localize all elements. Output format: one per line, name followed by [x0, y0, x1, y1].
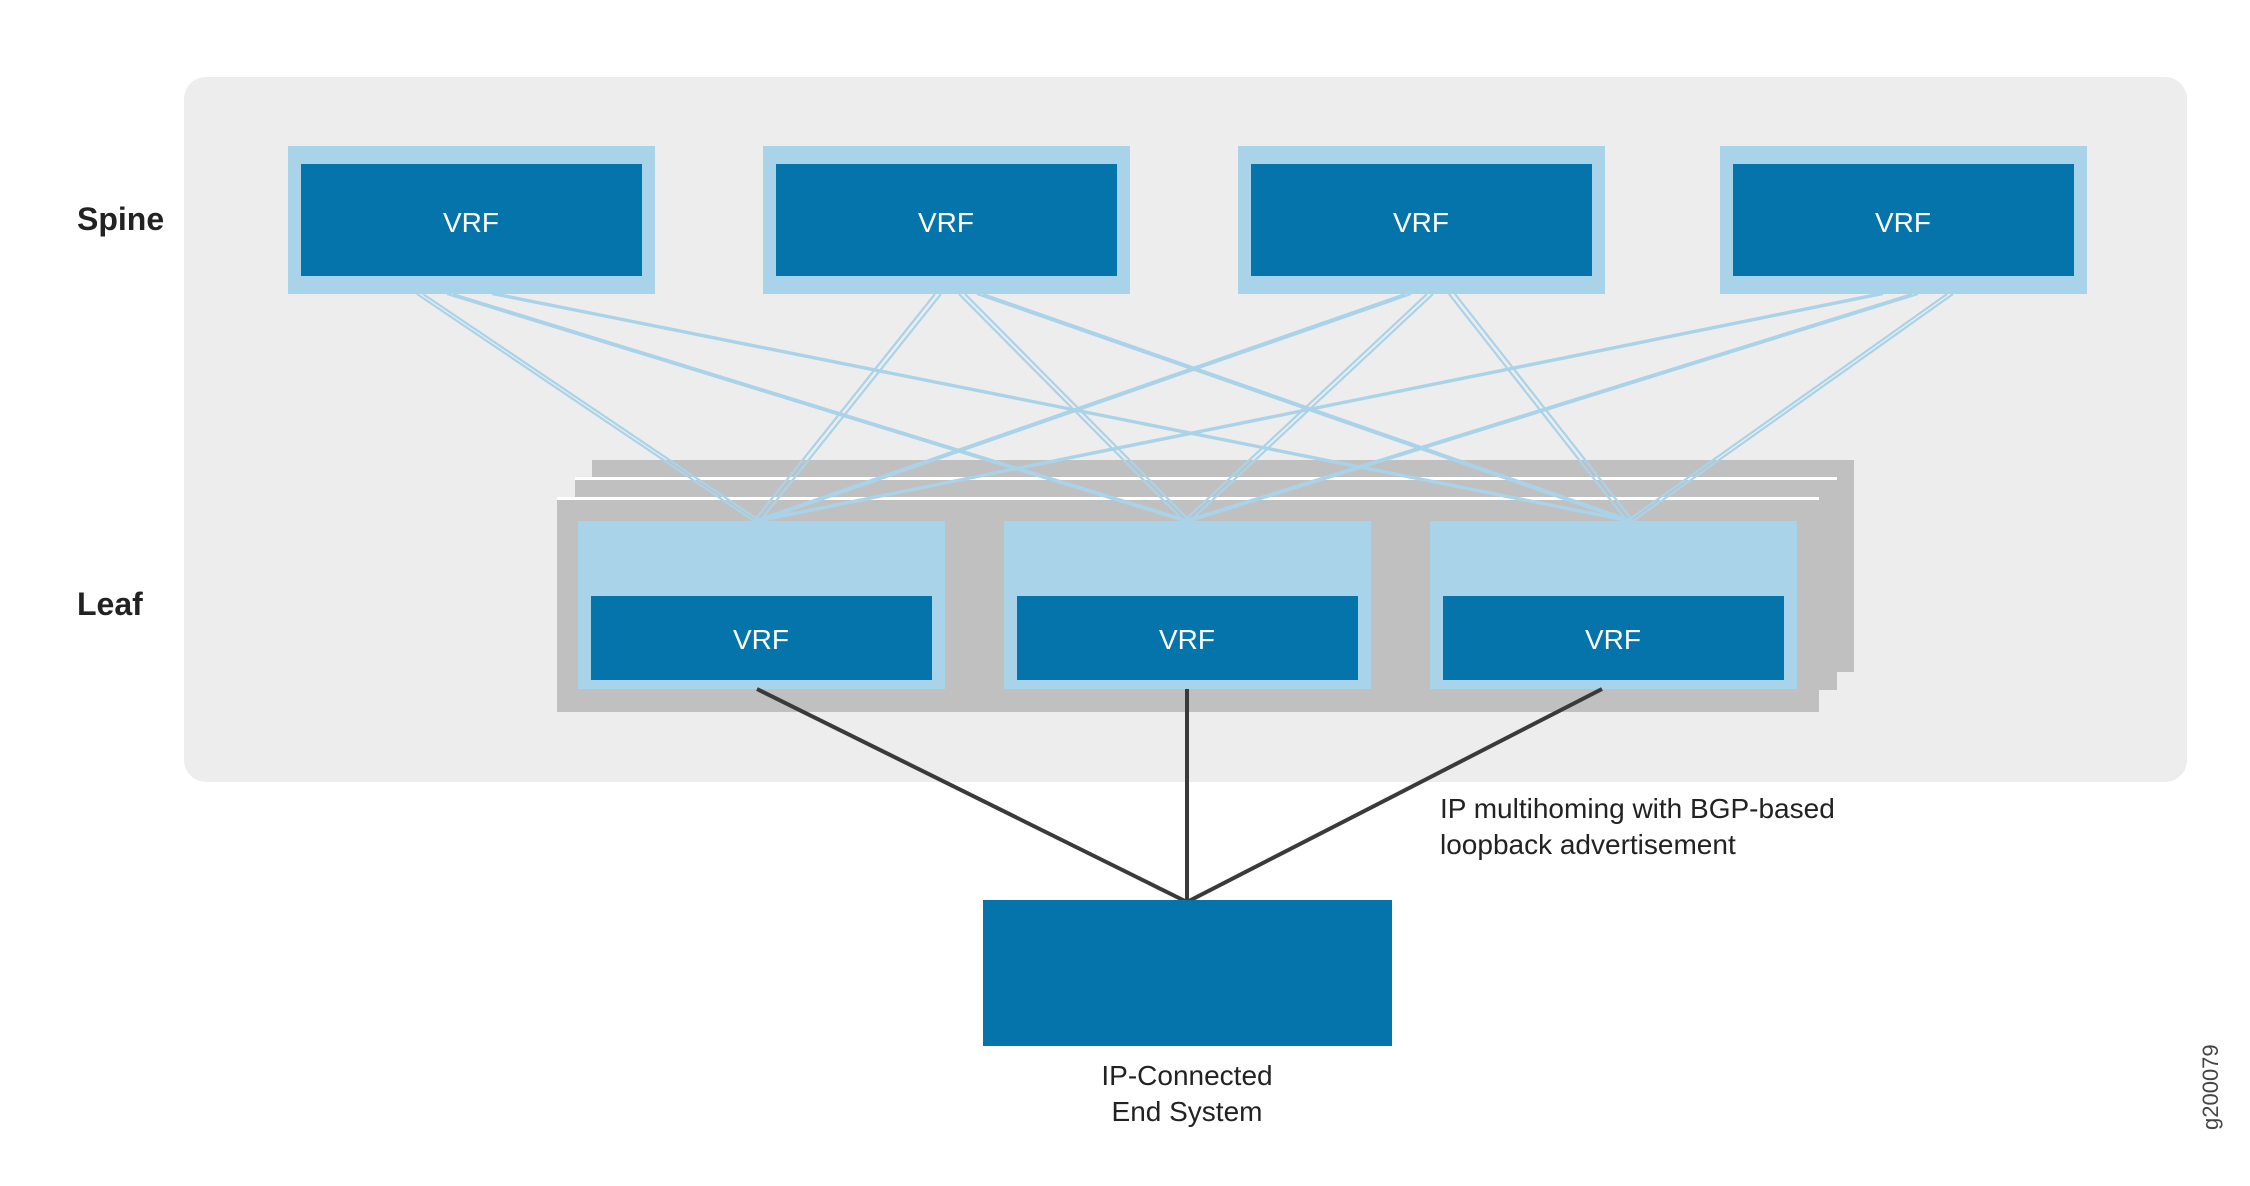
leaf-tier-label: Leaf [77, 586, 143, 622]
leaf-switch-2[interactable]: VRF [1004, 521, 1371, 689]
fabric-link-s3-l1 [759, 292, 1412, 523]
spine-switch-2[interactable]: VRF [763, 146, 1130, 294]
spine-switch-3[interactable]: VRF [1238, 146, 1605, 294]
fabric-link-s4-l3 [1632, 293, 1954, 522]
leaf-switch-3[interactable]: VRF [1430, 521, 1797, 689]
fabric-link-s2-l3 [982, 292, 1634, 523]
fabric-link-s2-l1 [753, 293, 936, 522]
spine-switch-1[interactable]: VRF [288, 146, 655, 294]
leaf-vrf-label: VRF [733, 624, 789, 655]
figure-id: g200079 [2198, 1044, 2223, 1130]
fabric-link-s4-l1 [759, 292, 1884, 523]
end-system-label-line1: IP-Connected [1101, 1060, 1272, 1091]
fabric-link-s2-l2 [958, 293, 1185, 522]
fabric-link-s4-l1 [753, 292, 1878, 523]
leaf-vrf-block [1017, 596, 1358, 680]
fabric-link-s1-l3 [497, 292, 1634, 523]
fabric-link-s1-l2 [452, 292, 1191, 523]
access-link-3 [1186, 687, 1603, 904]
multihoming-annotation-line1: IP multihoming with BGP-based [1440, 793, 1835, 824]
spine-vrf-block [776, 164, 1117, 276]
leaf-stack-layer-mid-gap [557, 497, 1819, 500]
spine-vrf-block [1251, 164, 1592, 276]
fabric-link-s4-l2 [1189, 292, 1919, 523]
spine-vrf-label: VRF [443, 207, 499, 238]
fabric-link-s4-l2 [1183, 292, 1913, 523]
spine-vrf-label: VRF [1393, 207, 1449, 238]
access-link-1 [756, 687, 1188, 904]
end-system-label-line2: End System [1112, 1096, 1263, 1127]
fabric-link-s3-l2 [1183, 293, 1428, 522]
fabric-link-s1-l2 [446, 292, 1185, 523]
multihoming-annotation-line2: loopback advertisement [1440, 829, 1736, 860]
fabric-link-s1-l1 [416, 293, 755, 522]
fabric-link-s3-l3 [1454, 293, 1634, 522]
fabric-link-s1-l3 [491, 292, 1628, 523]
leaf-vrf-block [591, 596, 932, 680]
access-links [756, 687, 1603, 904]
end-system-box[interactable] [983, 900, 1392, 1046]
spine-vrf-block [301, 164, 642, 276]
fabric-links [416, 292, 1954, 523]
fabric-link-s2-l1 [759, 293, 942, 522]
leaf-vrf-label: VRF [1159, 624, 1215, 655]
fabric-link-s1-l1 [422, 293, 761, 522]
leaf-vrf-block [1443, 596, 1784, 680]
leaf-vrf-label: VRF [1585, 624, 1641, 655]
spine-switch-4[interactable]: VRF [1720, 146, 2087, 294]
leaf-stack-layer-back-gap [575, 477, 1837, 480]
spine-vrf-label: VRF [918, 207, 974, 238]
fabric-link-s3-l3 [1448, 293, 1628, 522]
leaf-switch-1[interactable]: VRF [578, 521, 945, 689]
spine-vrf-block [1733, 164, 2074, 276]
fabric-link-s3-l1 [753, 292, 1406, 523]
spine-vrf-label: VRF [1875, 207, 1931, 238]
fabric-link-s2-l3 [976, 292, 1628, 523]
fabric-link-s4-l3 [1626, 293, 1948, 522]
spine-tier-label: Spine [77, 201, 164, 237]
